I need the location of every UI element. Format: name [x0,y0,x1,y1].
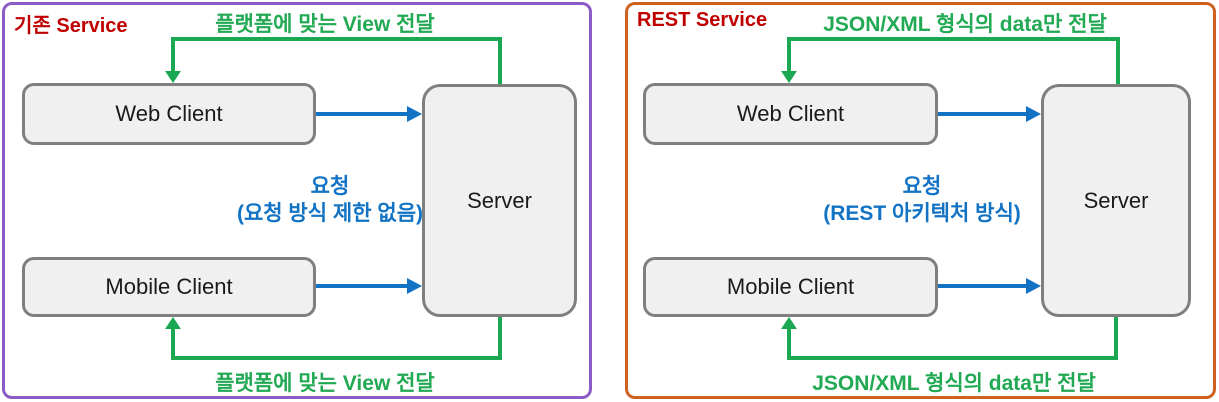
legacy-bottom-arrowhead-up-icon [165,317,181,329]
rest-web-request-arrow-line [938,112,1026,116]
legacy-web-request-arrowhead-icon [407,106,422,122]
legacy-request-line1: 요청 [310,175,350,198]
rest-mobile-request-arrowhead-icon [1026,278,1041,294]
legacy-top-arrowhead-down-icon [165,71,181,83]
legacy-mobile-client-node: Mobile Client [22,257,316,317]
rest-top-connector-left-vertical [787,37,791,71]
legacy-top-flow-label: 플랫폼에 맞는 View 전달 [215,13,435,36]
rest-request-label: 요청 (REST 아키텍처 방식) [722,173,1122,227]
legacy-web-client-label: Web Client [115,101,223,126]
rest-mobile-client-label: Mobile Client [726,274,855,299]
rest-web-request-arrowhead-icon [1026,106,1041,122]
rest-bottom-arrowhead-up-icon [781,317,797,329]
rest-bottom-connector-horizontal [787,356,1118,360]
rest-request-line1: 요청 [902,175,942,198]
legacy-bottom-connector-left-vertical [171,327,175,360]
rest-top-flow-label: JSON/XML 형식의 data만 전달 [823,13,1107,36]
legacy-bottom-connector-horizontal [171,356,502,360]
rest-server-label: Server [1083,187,1149,213]
rest-web-client-node: Web Client [643,83,938,145]
legacy-mobile-client-label: Mobile Client [105,274,233,299]
rest-mobile-request-arrow-line [938,284,1026,288]
legacy-server-node: Server [422,84,577,317]
rest-panel-title: REST Service [637,9,768,31]
legacy-mobile-request-arrow-line [316,284,407,288]
rest-request-line2: (REST 아키텍처 방식) [823,202,1021,225]
rest-bottom-connector-left-vertical [787,327,791,360]
legacy-web-request-arrow-line [316,112,407,116]
legacy-web-client-node: Web Client [22,83,316,145]
legacy-bottom-connector-right-vertical [498,317,502,360]
legacy-bottom-flow-label: 플랫폼에 맞는 View 전달 [215,372,435,395]
rest-bottom-flow-label: JSON/XML 형식의 data만 전달 [812,372,1096,395]
panel-rest-service: REST Service JSON/XML 형식의 data만 전달 Web C… [625,2,1216,399]
rest-top-arrowhead-down-icon [781,71,797,83]
rest-top-connector-horizontal [787,37,1120,41]
legacy-top-connector-horizontal [171,37,502,41]
panel-legacy-title: 기존 Service [14,15,128,37]
legacy-top-connector-left-vertical [171,37,175,71]
legacy-request-label: 요청 (요청 방식 제한 없음) [130,173,530,227]
rest-web-client-label: Web Client [736,101,845,126]
legacy-mobile-request-arrowhead-icon [407,278,422,294]
legacy-server-label: Server [467,187,532,213]
rest-top-connector-right-vertical [1116,37,1120,84]
panel-legacy-service: 기존 Service 플랫폼에 맞는 View 전달 Web Client Se… [2,2,592,399]
rest-server-node: Server [1041,84,1191,317]
legacy-request-line2: (요청 방식 제한 없음) [236,202,424,225]
rest-mobile-client-node: Mobile Client [643,257,938,317]
rest-bottom-connector-right-vertical [1114,317,1118,360]
legacy-top-connector-right-vertical [498,37,502,84]
